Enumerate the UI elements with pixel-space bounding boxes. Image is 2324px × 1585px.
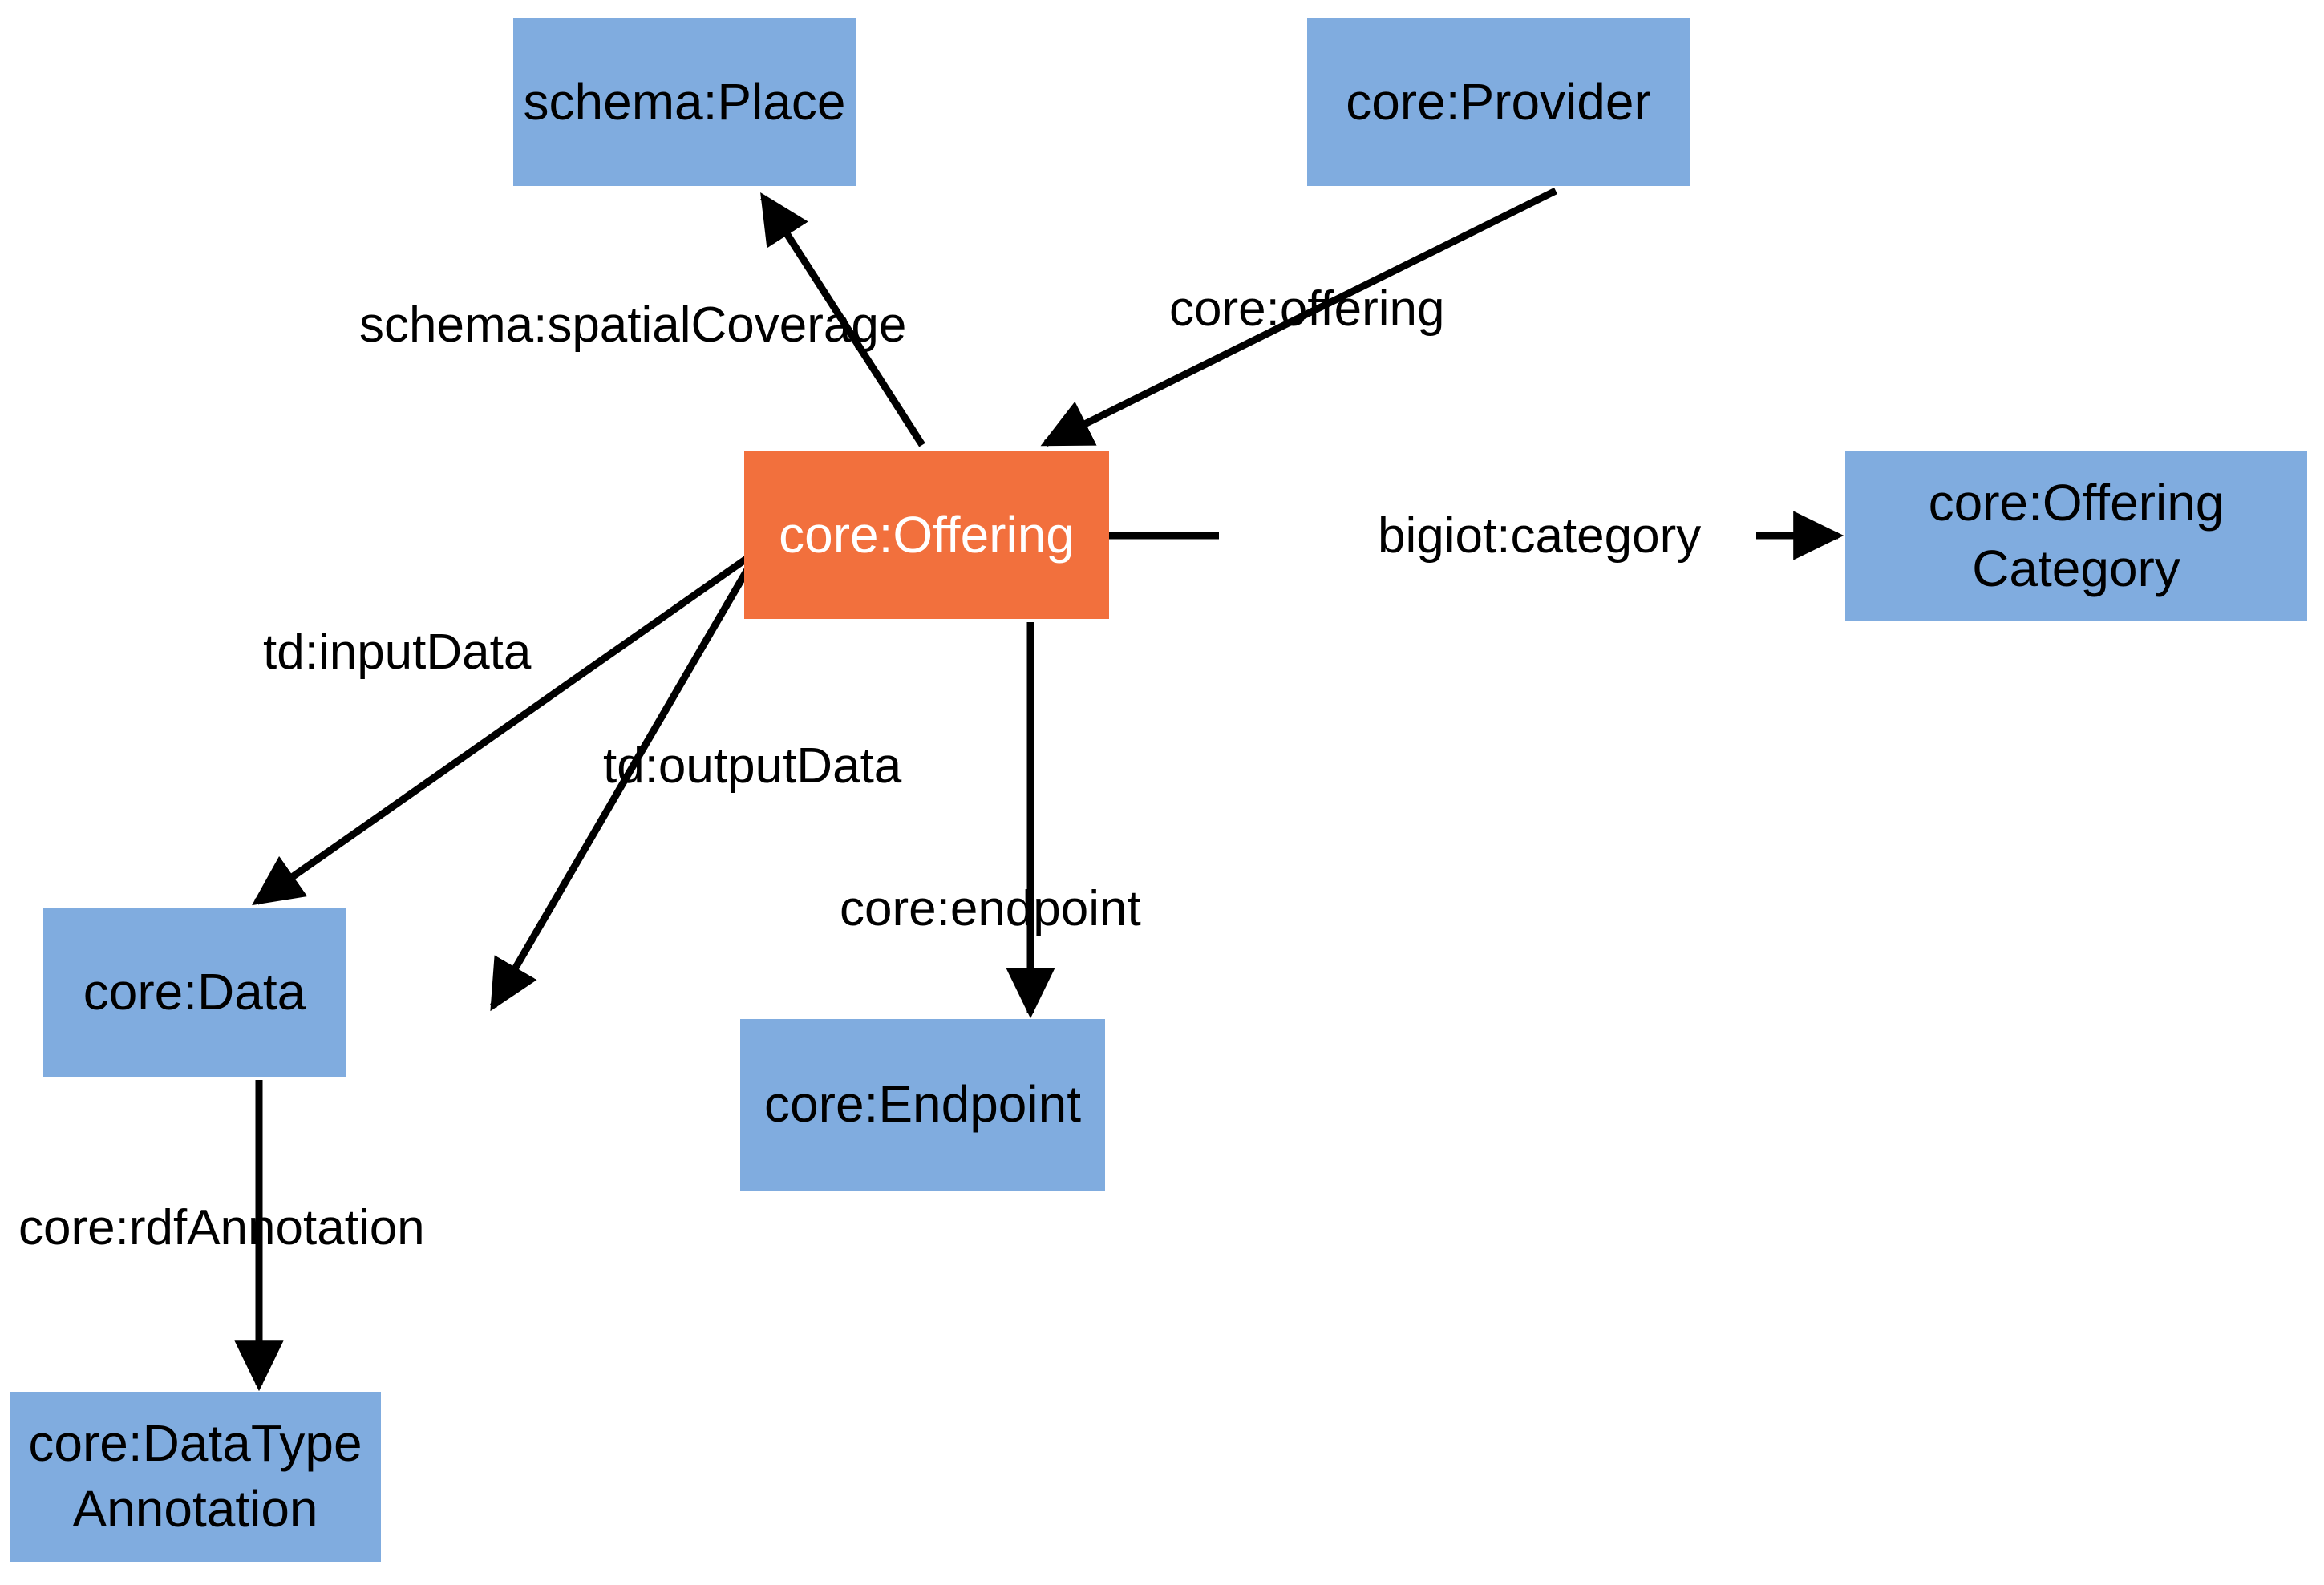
node-core-data[interactable]: core:Data xyxy=(43,908,346,1077)
edge-label-td-inputData: td:inputData xyxy=(263,625,532,680)
edge-label-schema-spatialCoverage: schema:spatialCoverage xyxy=(359,297,907,353)
edge-td-inputData xyxy=(252,542,768,906)
edge-label-core-offering: core:offering xyxy=(1169,281,1445,337)
node-core-provider[interactable]: core:Provider xyxy=(1307,18,1690,186)
node-core-endpoint[interactable]: core:Endpoint xyxy=(740,1019,1105,1191)
node-core-datatype-annotation[interactable]: core:DataType Annotation xyxy=(10,1392,381,1562)
node-core-offering[interactable]: core:Offering xyxy=(744,451,1109,619)
node-core-offering-category[interactable]: core:Offering Category xyxy=(1845,451,2307,621)
node-schema-place[interactable]: schema:Place xyxy=(513,18,856,186)
edge-label-core-rdfAnnotation: core:rdfAnnotation xyxy=(18,1200,425,1255)
edge-label-bigiot-category: bigiot:category xyxy=(1378,508,1702,564)
edge-label-core-endpoint: core:endpoint xyxy=(840,881,1141,936)
edge-label-td-outputData: td:outputData xyxy=(603,738,902,794)
